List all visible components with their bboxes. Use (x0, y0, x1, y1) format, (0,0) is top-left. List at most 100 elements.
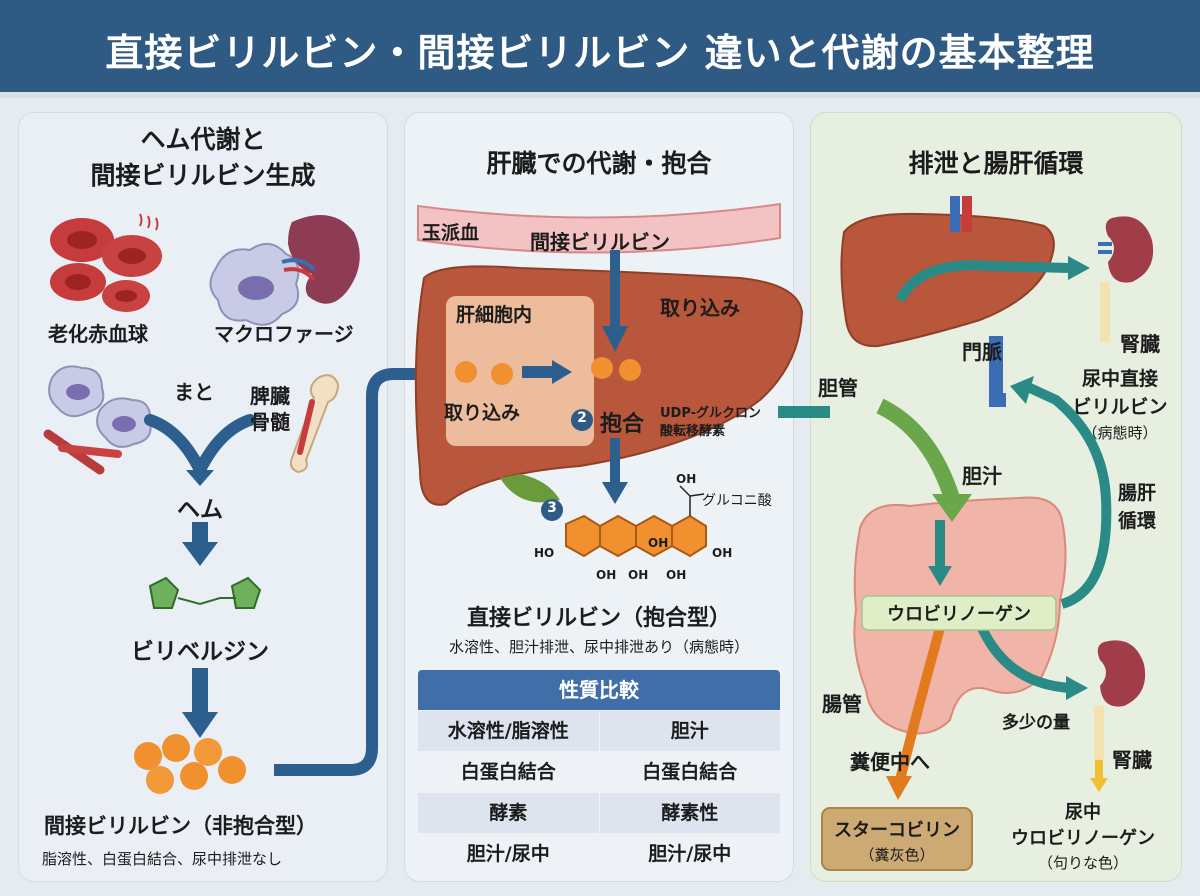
urobilinogen-label: ウロビリノーゲン (887, 604, 1031, 625)
table-row: 胆汁/尿中 胆汁/尿中 (418, 834, 780, 874)
gallbladder-icon (500, 474, 560, 503)
molecule-oh-label: OH (676, 472, 697, 486)
portal-blood-label: 玉派血 (422, 222, 480, 244)
enzyme-line2: 酸転移酵素 (660, 424, 726, 439)
direct-bilirubin-title: 直接ビリルビン（抱合型） (466, 606, 731, 631)
small-amount-label: 多少の量 (1002, 713, 1070, 733)
table-cell: 白蛋白結合 (599, 752, 780, 792)
kidney-top-icon (1105, 216, 1154, 283)
stercobilin-label: スターコビリン (834, 820, 960, 841)
step3-badge (541, 499, 563, 521)
molecule-ho-label: HO (534, 546, 555, 560)
urine-direct-line3: （病態時） (1082, 424, 1158, 442)
hepatocyte-box (446, 296, 594, 446)
molecule-oh-label: OH (648, 536, 669, 550)
stercobilin-box (821, 807, 973, 871)
enterohepatic-line2: 循環 (1118, 510, 1157, 532)
panel2-heading: 肝臓での代謝・抱合 (486, 149, 712, 178)
indirect-bilirubin-title: 間接ビリルビン（非抱合型） (44, 814, 317, 838)
inner-arrow-head (552, 360, 572, 384)
to-kidney-bottom-arrow (977, 625, 1071, 693)
rbc-label: 老化赤血球 (48, 322, 148, 346)
page-title: 直接ビリルビン・間接ビリルビン 違いと代謝の基本整理 (105, 31, 1095, 75)
intestine-label: 腸管 (822, 692, 862, 716)
to-urobilinogen-arrow-head (928, 566, 952, 586)
molecule-oh-label: OH (712, 546, 733, 560)
table-cell: 酵素性 (599, 793, 780, 833)
kidney-label-bottom: 腎臓 (1112, 748, 1152, 772)
to-feces-arrow (895, 626, 945, 782)
macrophage-icon (209, 243, 300, 326)
uptake-label-right: 取り込み (660, 296, 740, 320)
bile-label: 胆汁 (962, 464, 1002, 488)
bile-duct-label: 胆管 (818, 376, 858, 400)
molecule-oh-label: OH (628, 568, 649, 582)
blood-vessel-icon (417, 202, 781, 254)
heme-arrow-shaft (192, 522, 208, 544)
uptake-label-inner: 取り込み (444, 402, 521, 424)
table-cell: 酵素 (418, 793, 599, 833)
biliverdin-arrow-head (182, 712, 218, 738)
uptake-arrow-shaft (610, 250, 620, 330)
table-cell: 水溶性/脂溶性 (418, 711, 599, 751)
uptake-particle (455, 361, 477, 383)
spleen-marrow-line1: 脾臓 (250, 384, 290, 408)
biliverdin-arrow-shaft (192, 668, 208, 716)
enzyme-line1: UDP-グルクロン (660, 406, 762, 421)
indirect-bilirubin-particles-icon (134, 734, 246, 794)
biliverdin-molecule-icon (148, 576, 262, 609)
to-liver-connector-arrow (274, 368, 424, 776)
merge-arrow-left (144, 414, 206, 476)
to-kidney-top-arrow (895, 260, 1071, 303)
urine-arrow-head (1090, 778, 1108, 792)
table-cell: 胆汁/尿中 (418, 834, 599, 874)
indirect-bilirubin-label: 間接ビリルビン (530, 230, 670, 254)
step2-badge (571, 409, 593, 431)
merge-arrow-right (194, 414, 256, 476)
urine-urobilinogen-line3: （句りな色） (1037, 854, 1128, 872)
ureter-bottom-icon (1094, 706, 1104, 760)
portal-vein-icon (989, 336, 1006, 407)
vein-icon (950, 196, 960, 232)
to-kidney-bottom-arrow-head (1066, 676, 1088, 700)
table-header: 性質比較 (418, 670, 780, 710)
enterohepatic-arrow (1027, 383, 1112, 609)
enterohepatic-line1: 腸肝 (1118, 482, 1157, 504)
indirect-bilirubin-desc: 脂溶性、白蛋白結合、尿中排泄なし (42, 850, 283, 868)
merge-arrow-head (186, 470, 214, 486)
step2-number: 2 (577, 410, 587, 426)
table-cell: 胆汁/尿中 (599, 834, 780, 874)
direct-bilirubin-molecule-icon (565, 485, 707, 558)
ureter-top-icon (1100, 282, 1110, 342)
bone-marrow-icon (289, 374, 340, 474)
urine-direct-line1: 尿中直接 (1081, 368, 1158, 390)
to-feces-label: 糞便中へ (850, 750, 930, 774)
liver-icon-excretion (840, 212, 1055, 348)
portal-vein-label: 門脈 (962, 340, 1002, 364)
phagocytes-icon (43, 365, 152, 475)
table-row: 白蛋白結合 白蛋白結合 (418, 752, 780, 792)
title-underline (0, 92, 1200, 98)
comparison-table: 性質比較 水溶性/脂溶性 胆汁 白蛋白結合 白蛋白結合 酵素 酵素性 胆汁/尿中… (418, 670, 780, 874)
biliverdin-label: ビリベルジン (131, 639, 269, 665)
panel1-heading-line1: ヘム代謝と (140, 125, 266, 154)
direct-bilirubin-desc: 水溶性、胆汁排泄、尿中排泄あり（病態時） (448, 638, 749, 656)
panel3-heading: 排泄と腸肝循環 (908, 149, 1084, 178)
heme-label: ヘム (177, 497, 223, 523)
urobilinogen-box (861, 595, 1057, 631)
table-row: 水溶性/脂溶性 胆汁 (418, 711, 780, 751)
artery-icon (962, 196, 972, 232)
bile-arrow-head (932, 494, 972, 522)
kidney-top-vessel (1098, 242, 1112, 254)
stercobilin-color: （糞灰色） (859, 846, 935, 864)
to-feces-arrow-head (886, 776, 912, 800)
inner-arrow-shaft (522, 366, 554, 378)
hepatocyte-label: 肝細胞内 (456, 304, 533, 326)
red-blood-cells-icon (50, 213, 162, 312)
uptake-arrow-head (602, 326, 628, 352)
enterohepatic-arrow-head (1010, 376, 1034, 404)
title-bar: 直接ビリルビン・間接ビリルビン 違いと代謝の基本整理 (0, 0, 1200, 92)
urine-direct-line2: ビリルビン (1072, 396, 1168, 418)
bile-arrow (876, 398, 960, 501)
